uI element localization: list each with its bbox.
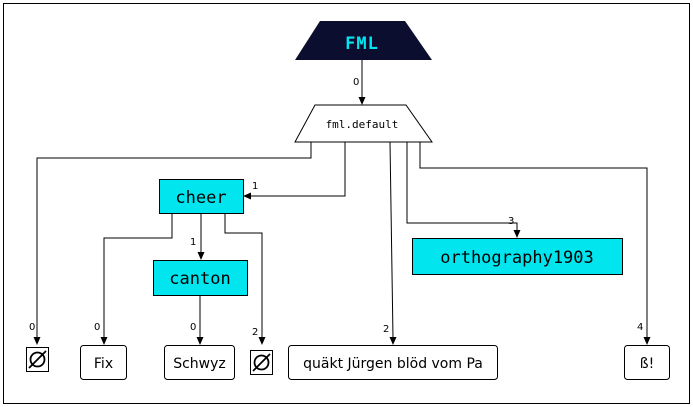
empty-set-leaf <box>250 350 273 375</box>
leaf-box <box>80 345 127 380</box>
edge-label: 1 <box>252 181 258 192</box>
empty-set-icon <box>252 353 271 372</box>
default-node: fml.default <box>294 104 433 143</box>
leaf-sz: ß! <box>624 345 670 380</box>
edge-label: 3 <box>508 216 514 227</box>
edge-cheer-empty: 2 <box>224 213 266 345</box>
root-label: FML <box>345 34 379 54</box>
orthography-box <box>412 238 623 275</box>
leaf-label: quäkt Jürgen blöd vom Pa <box>303 356 483 372</box>
default-label: fml.default <box>326 118 399 131</box>
edge-label: 0 <box>353 77 359 88</box>
cheer-node: cheer <box>159 179 244 214</box>
edge-label: 0 <box>94 322 100 333</box>
empty-set-icon <box>28 350 47 369</box>
edge-label: 1 <box>190 237 196 248</box>
orthography-label: orthography1903 <box>440 248 594 268</box>
root-shape <box>295 21 432 60</box>
edge-root-default: 0 <box>353 60 366 105</box>
edge-cheer-fix: 0 <box>94 213 173 345</box>
default-shape <box>294 104 433 143</box>
cheer-label: cheer <box>175 188 226 208</box>
leaf-label: Schwyz <box>173 356 226 372</box>
leaf-label: ß! <box>640 356 654 372</box>
canton-node: canton <box>153 260 248 296</box>
edge-label: 4 <box>637 322 643 333</box>
edge-canton-schwyz: 0 <box>190 295 204 345</box>
edge-default-ortho: 3 <box>406 142 521 238</box>
edge-label: 2 <box>252 327 258 338</box>
leaf-box <box>288 345 498 380</box>
orthography-node: orthography1903 <box>412 238 623 275</box>
root-node: FML <box>295 21 432 60</box>
diagram-frame <box>3 3 690 404</box>
edge-label: 0 <box>29 322 35 333</box>
leaf-fix: Fix <box>80 345 127 380</box>
edge-label: 2 <box>383 324 389 335</box>
canton-label: canton <box>169 269 230 289</box>
edge-default-sz: 4 <box>419 142 651 345</box>
leaf-box <box>624 345 670 380</box>
cheer-box <box>159 179 244 214</box>
leaf-quakt: quäkt Jürgen blöd vom Pa <box>288 345 498 380</box>
edge-default-empty: 0 <box>29 142 312 345</box>
edge-default-cheer: 1 <box>243 142 346 200</box>
empty-set-leaf <box>26 347 49 372</box>
edge-default-quakt: 2 <box>383 141 397 345</box>
leaf-box <box>164 345 235 380</box>
edge-label: 0 <box>190 322 196 333</box>
edge-cheer-canton: 1 <box>190 213 205 260</box>
leaf-schwyz: Schwyz <box>164 345 235 380</box>
leaf-label: Fix <box>94 356 113 372</box>
